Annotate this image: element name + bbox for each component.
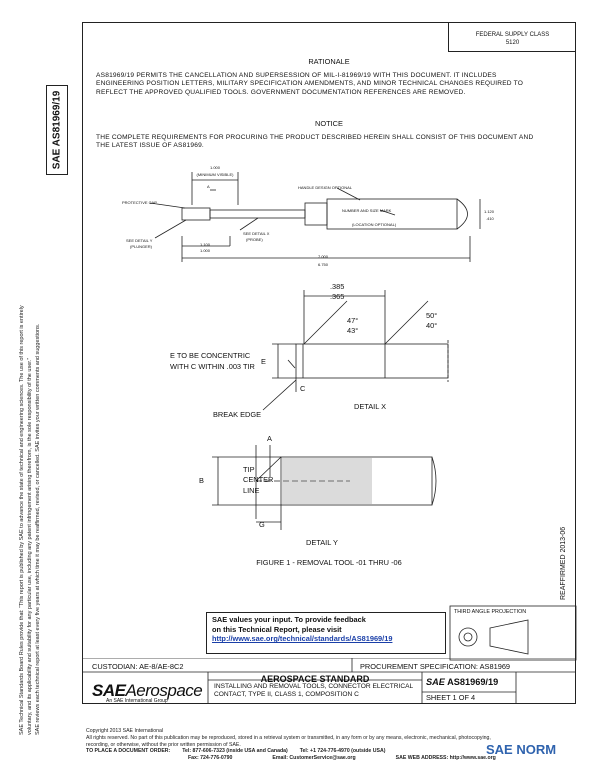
dim-top-value: 1.000 [209, 165, 220, 170]
tel-intl: Tel: +1 724-776-4970 (outside USA) [299, 748, 386, 755]
copyright-line: Copyright 2013 SAE International [86, 728, 163, 734]
procurement-spec: PROCUREMENT SPECIFICATION: AS81969 [360, 662, 511, 671]
concentric-note-1: E TO BE CONCENTRIC [170, 351, 251, 360]
handle-design-label: HANDLE DESIGN OPTIONAL [298, 185, 353, 190]
third-angle-label: THIRD ANGLE PROJECTION [454, 609, 527, 615]
detail-x-probe-shape [295, 343, 449, 379]
reaffirmed-stamp: REAFFIRMED 2013-06 [560, 526, 567, 600]
letter-e: E [261, 357, 266, 366]
angle2-bottom: 40° [426, 321, 438, 330]
angle1-bottom: 43° [347, 326, 359, 335]
location-optional-label: (LOCATION OPTIONAL) [352, 222, 397, 227]
break-edge-label: BREAK EDGE [213, 410, 262, 419]
figure-caption: FIGURE 1 - REMOVAL TOOL -01 THRU -06 [256, 558, 402, 567]
third-angle-box [449, 605, 577, 661]
length2-top: 7.000 [318, 254, 329, 259]
detail-y-title: DETAIL Y [306, 538, 338, 547]
length2-bottom: 6.750 [318, 262, 329, 267]
projection-circle-outer [458, 627, 478, 647]
email: Email: CustomerService@sae.org [272, 755, 356, 762]
logo-aerospace: Aerospace [125, 681, 203, 700]
detail-x-dim-bottom: .365 [330, 292, 345, 301]
federal-supply-class-box: FEDERAL SUPPLY CLASS 5120 [448, 22, 576, 52]
plunger-hatch-fill [282, 458, 372, 504]
web-address[interactable]: SAE WEB ADDRESS: http://www.sae.org [395, 755, 496, 762]
logo-tagline: An SAE International Group [106, 698, 168, 704]
doc-number: SAE AS81969/19 [426, 677, 498, 687]
standard-title: AEROSPACE STANDARD [260, 674, 370, 684]
fsc-label: FEDERAL SUPPLY CLASS [475, 32, 550, 38]
footer: Copyright 2013 SAE International All rig… [86, 728, 586, 762]
plunger-label: (PLUNGER) [130, 244, 153, 249]
diameter-bottom: .410 [486, 216, 494, 221]
tel-usa: Tel: 877-606-7323 (inside USA and Canada… [182, 748, 288, 755]
rights-line-2: recording, or otherwise, without the pri… [86, 741, 241, 748]
projection-circle-inner [463, 632, 473, 642]
notice-title: NOTICE [315, 119, 343, 128]
dim-top-note: (MINIMUM VISIBLE) [196, 172, 234, 177]
fax: Fax: 724-776-0790 [188, 755, 233, 762]
feedback-box: SAE values your input. To provide feedba… [206, 612, 446, 654]
projection-cone [489, 619, 529, 655]
tool-collar-shape [304, 202, 328, 226]
tool-handle-shape [326, 198, 458, 230]
detail-y-letter-g: G [259, 520, 265, 529]
title-block-grid [82, 658, 576, 704]
length1-bottom: 1.000 [200, 248, 211, 253]
custodian: CUSTODIAN: AE-8/AE-8C2 [92, 662, 184, 671]
sae-aerospace-logo: SAEAerospace [92, 681, 203, 701]
plunger-break-shape [431, 456, 437, 506]
center-label: CENTER [243, 475, 274, 484]
letter-c: C [300, 384, 306, 393]
side-doc-id-box: SAE AS81969/19 [46, 85, 68, 175]
watermark: SAE NORM [486, 742, 557, 757]
feedback-line-1: SAE values your input. To provide feedba… [212, 615, 366, 624]
handle-end-shape [456, 198, 468, 230]
line-label: LINE [243, 486, 260, 495]
length1-top: 1.100 [200, 242, 211, 247]
see-detail-y-label: SEE DETAIL Y [126, 238, 153, 243]
detail-y-letter-a: A [267, 434, 272, 443]
detail-x-dim-top: .385 [330, 282, 345, 291]
angle2-top: 50° [426, 311, 438, 320]
order-label: TO PLACE A DOCUMENT ORDER: [86, 748, 171, 755]
fsc-number: 5120 [505, 40, 520, 46]
doc-number-value: AS81969/19 [447, 677, 499, 687]
protective-cap-label: PROTECTIVE CAP [122, 200, 157, 205]
feedback-link[interactable]: http://www.sae.org/technical/standards/A… [212, 634, 393, 644]
detail-y-plunger-shape [280, 456, 433, 506]
doc-number-sae: SAE [426, 677, 445, 687]
page-frame [82, 22, 576, 704]
number-size-label: NUMBER AND SIZE MARK [342, 208, 392, 213]
rationale-text: AS81969/19 PERMITS THE CANCELLATION AND … [96, 72, 524, 96]
notice-text: THE COMPLETE REQUIREMENTS FOR PROCURING … [96, 134, 534, 150]
probe-label: (PROBE) [246, 237, 263, 242]
document-title: INSTALLING AND REMOVAL TOOLS, CONNECTOR … [214, 683, 413, 698]
concentric-note-2: WITH C WITHIN .003 TIR [170, 362, 255, 371]
rationale-title: RATIONALE [308, 57, 350, 66]
feedback-line-2: on this Technical Report, please visit [212, 624, 342, 634]
tip-label: TIP [243, 465, 255, 474]
angle1-top: 47° [347, 316, 359, 325]
diameter-top: 1.120 [484, 209, 495, 214]
dim-a-label: A [207, 184, 210, 189]
see-detail-x-label: SEE DETAIL X [243, 231, 270, 236]
tool-shaft-shape [209, 209, 306, 219]
detail-x-title: DETAIL X [354, 402, 387, 411]
protective-cap-shape [181, 207, 211, 221]
detail-y-letter-b: B [199, 476, 204, 485]
sheet-number: SHEET 1 OF 4 [426, 693, 476, 702]
rights-line: All rights reserved. No part of this pub… [86, 734, 491, 741]
logo-sae: SAE [92, 681, 126, 700]
